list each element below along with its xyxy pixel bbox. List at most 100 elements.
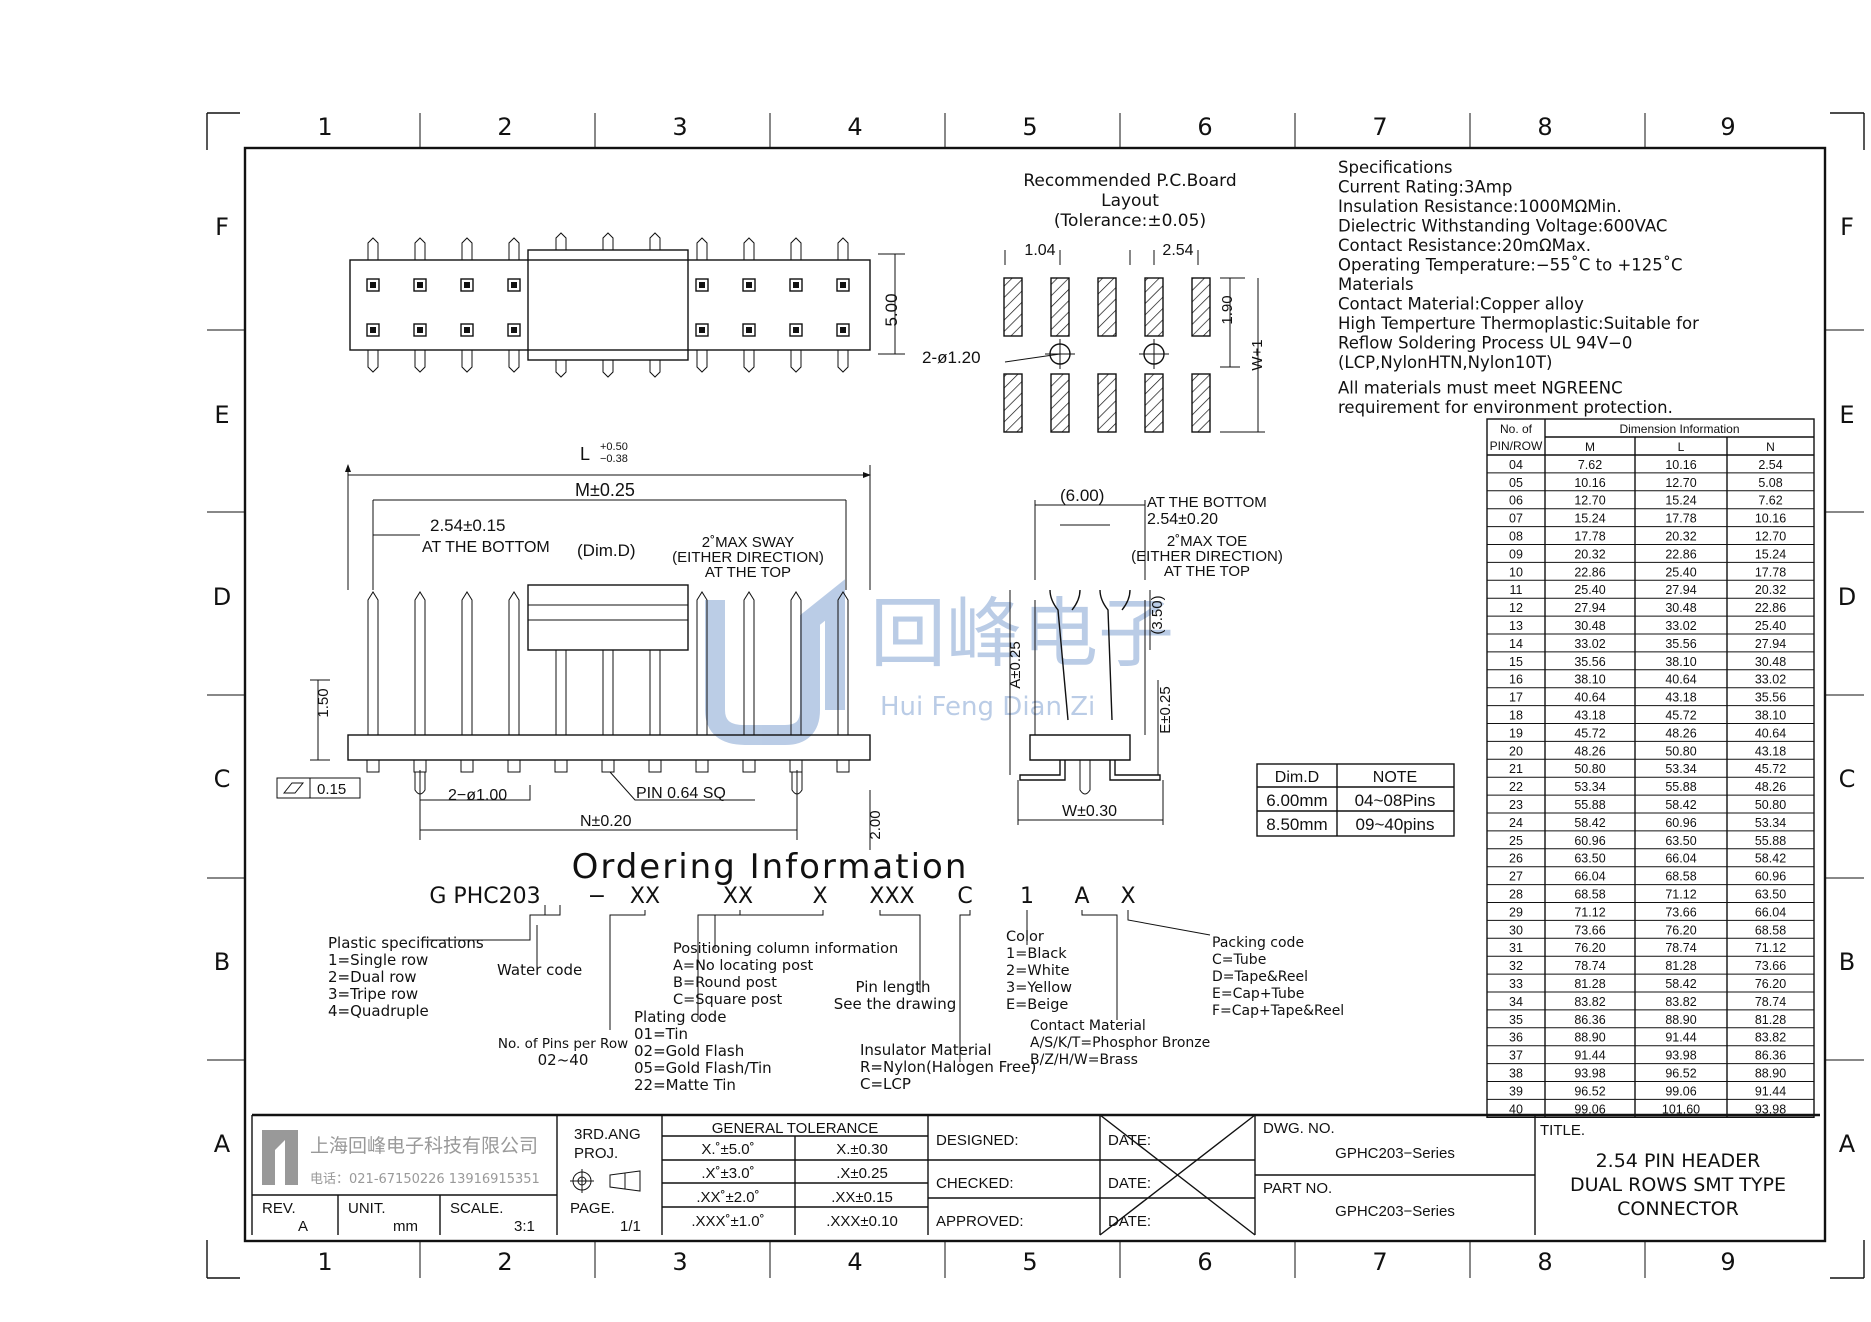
dim-table-cell: 60.96	[1665, 816, 1696, 830]
pin-tip	[743, 237, 755, 373]
dim-table-cell: 55.88	[1755, 834, 1786, 848]
dim-table-cell: 33	[1509, 977, 1523, 991]
dim-table-cell: 35.56	[1755, 691, 1786, 705]
dim-table-cell: 88.90	[1574, 1031, 1605, 1045]
scale-value: 3:1	[514, 1218, 535, 1235]
pin-foot	[789, 759, 803, 773]
end-dim-w: W±0.30	[1062, 803, 1117, 820]
dim-table-cell: 08	[1509, 530, 1523, 544]
dim-table-cell: 15.24	[1574, 512, 1605, 526]
dim-table-cell: 17.78	[1574, 530, 1605, 544]
dim-table-cell: 53.34	[1665, 762, 1696, 776]
scale-label: SCALE.	[450, 1200, 503, 1217]
pin-square	[789, 323, 803, 337]
pin-tip	[602, 232, 614, 378]
tolerance-title: GENERAL TOLERANCE	[712, 1120, 878, 1137]
pcb-pad	[1003, 373, 1023, 433]
connector-body	[349, 259, 871, 351]
dim-table-cell: 43.18	[1665, 691, 1696, 705]
pcb-pad	[1191, 277, 1211, 337]
pin-tip	[837, 237, 849, 373]
pin-square	[460, 278, 474, 292]
grid-col-label: 6	[1197, 1248, 1212, 1276]
grid-row-label: F	[215, 213, 229, 241]
dim-table-cell: 60.96	[1755, 870, 1786, 884]
grid-col-label: 4	[847, 113, 862, 141]
end-dim-a: A±0.25	[1007, 641, 1024, 688]
pcb-dim-pad: 1.04	[1024, 242, 1055, 259]
dim-table-cell: 14	[1509, 637, 1523, 651]
pin-foot	[460, 759, 474, 773]
ordering-code-part: 1	[1020, 884, 1034, 909]
dim-table-cell: 73.66	[1755, 959, 1786, 973]
dim-table-cell: 76.20	[1665, 923, 1696, 937]
dim-table-cell: 22.86	[1755, 601, 1786, 615]
top-view: 5.00	[349, 232, 905, 378]
dim-table-cell: 58.42	[1755, 852, 1786, 866]
dim-table-cell: 68.58	[1755, 923, 1786, 937]
ordering-plating-line: 22=Matte Tin	[634, 1076, 736, 1094]
ordering-insulator-line: R=Nylon(Halogen Free)	[860, 1058, 1036, 1076]
pin-square	[695, 278, 709, 292]
projection-symbol-icon	[570, 1169, 641, 1193]
dim-table-cell: 81.28	[1574, 977, 1605, 991]
dim-table-cell: 43.18	[1574, 709, 1605, 723]
ordering-plating-line: Plating code	[634, 1008, 726, 1026]
dim-table-cell: 45.72	[1574, 726, 1605, 740]
pcb-dim-w: W+1	[1249, 339, 1266, 370]
sway-3: AT THE TOP	[705, 564, 791, 581]
date-label: DATE:	[1108, 1213, 1151, 1230]
dim-table-cell: 10.16	[1755, 512, 1786, 526]
ordering-leader	[1081, 910, 1118, 1020]
dim-table-cell: 32	[1509, 959, 1523, 973]
dim-table-cell: 66.04	[1665, 852, 1696, 866]
dim-table-cell: 83.82	[1755, 1031, 1786, 1045]
at-bottom-label: AT THE BOTTOM	[422, 539, 550, 556]
tolerance-linear: .X±0.25	[836, 1165, 888, 1182]
ordering-plating-line: 02=Gold Flash	[634, 1042, 744, 1060]
dim-l: L	[580, 444, 590, 464]
pin-tip	[508, 237, 520, 373]
pin-square	[366, 323, 380, 337]
dim-table-cell: 15.24	[1665, 494, 1696, 508]
dim-table-cell: 40.64	[1574, 691, 1605, 705]
dim-table-cell: 76.20	[1755, 977, 1786, 991]
rev-value: A	[298, 1218, 308, 1235]
ordering-positioning-line: Positioning column information	[673, 941, 898, 957]
dim-table-cell: 27.94	[1574, 601, 1605, 615]
dim-table-cell: 45.72	[1665, 709, 1696, 723]
grid-col-label: 2	[497, 1248, 512, 1276]
ordering-plastic-line: 1=Single row	[328, 951, 428, 969]
grid-row-label: B	[1839, 948, 1855, 976]
pin-foot	[554, 759, 568, 773]
dim-table-cell: 81.28	[1755, 1013, 1786, 1027]
watermark-en: Hui Feng Dian Zi	[880, 692, 1095, 722]
spec-line: All materials must meet NGREENC	[1338, 379, 1623, 398]
grid-col-label: 8	[1537, 1248, 1552, 1276]
pin-tip	[696, 237, 708, 373]
ordering-color-line: Color	[1006, 929, 1044, 945]
unit-label: UNIT.	[348, 1200, 386, 1217]
dim-table-cell: 76.20	[1574, 941, 1605, 955]
dim-table-cell: 15	[1509, 655, 1523, 669]
dwg-value: GPHC203−Series	[1335, 1145, 1455, 1162]
dim-table-cell: 25	[1509, 834, 1523, 848]
dim-d-table: Dim.D NOTE 6.00mm 04~08Pins 8.50mm 09~40…	[1256, 763, 1455, 837]
dim-table-cell: 73.66	[1574, 923, 1605, 937]
end-pin-contact	[1049, 589, 1131, 721]
end-base	[1029, 734, 1131, 761]
dim-header-pin: PIN/ROW	[1490, 439, 1543, 453]
dim-col-header: N	[1766, 440, 1775, 454]
dim-table-cell: 66.04	[1574, 870, 1605, 884]
dim-table-cell: 86.36	[1574, 1013, 1605, 1027]
dim-table-cell: 68.58	[1665, 870, 1696, 884]
side-view: L +0.50 −0.38 M±0.25 2.54±0.15 AT THE BO…	[276, 441, 884, 850]
pcb-pad	[1144, 373, 1164, 433]
grid-col-label: 5	[1022, 1248, 1037, 1276]
dim-table-cell: 7.62	[1758, 494, 1782, 508]
dim-table-cell: 24	[1509, 816, 1523, 830]
dim-table-cell: 27.94	[1665, 583, 1696, 597]
dimd-header-0: Dim.D	[1275, 769, 1319, 786]
pin-side	[508, 591, 520, 735]
